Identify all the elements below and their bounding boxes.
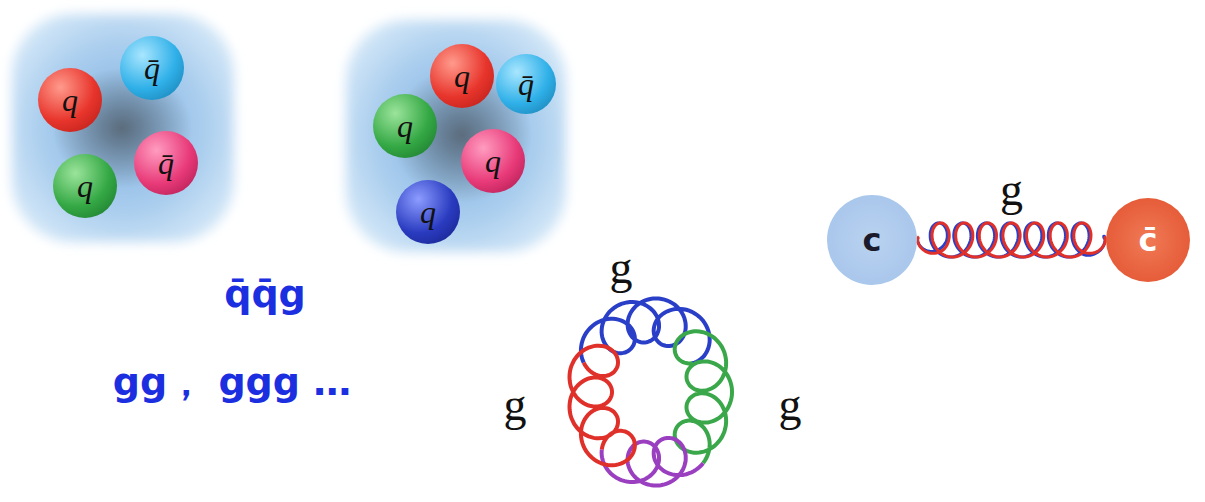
quark-ball: q [430, 44, 494, 108]
gluon-coil [675, 331, 732, 463]
node-text: q [454, 60, 470, 92]
node-text: c [863, 224, 882, 256]
edge-label: g [1000, 165, 1023, 216]
quark-ball: q [373, 94, 437, 158]
gluon-strand [917, 223, 1106, 257]
quark-ball: q [38, 68, 102, 132]
antiquark-ball: q̄ [134, 131, 198, 195]
charm-quark: c [827, 195, 917, 285]
gluon-string [917, 223, 1106, 257]
node-text: c̄ [1139, 224, 1158, 256]
pentaquark-cloud [346, 20, 566, 252]
gluon-coil [602, 438, 704, 486]
gluon-label: g [779, 380, 802, 431]
node-text: q̄ [518, 68, 534, 100]
charm-antiquark: c̄ [1106, 198, 1190, 282]
node-text: q [62, 84, 78, 116]
glueball-coil [570, 298, 733, 485]
tetraquark-cloud [12, 14, 234, 242]
antiquark-ball: q̄ [120, 36, 184, 100]
node-text: q [397, 110, 413, 142]
node-text: q̄ [144, 52, 160, 84]
gluon-coil [570, 346, 635, 466]
node-text: q̄ [158, 147, 174, 179]
quark-ball: q [396, 180, 460, 244]
node-text: q [420, 196, 436, 228]
gluon-label: g [504, 380, 527, 431]
glueball-states: gg， ggg … [113, 362, 351, 404]
quark-ball: q [461, 129, 525, 193]
quark-ball: q [53, 154, 117, 218]
node-text: q [77, 170, 93, 202]
hybrid-states: q̄q̄g [224, 274, 306, 316]
gluon-label: g [610, 243, 633, 294]
antiquark-ball: q̄ [496, 54, 556, 114]
node-text: q [485, 145, 501, 177]
